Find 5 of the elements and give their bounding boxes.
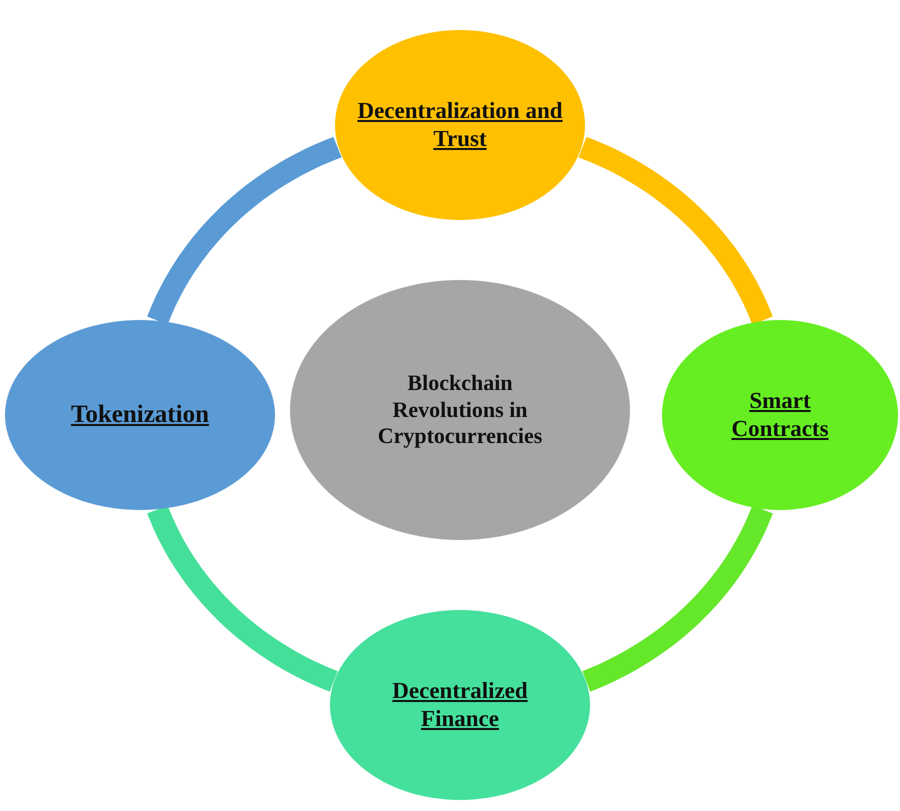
node-label: Smart Contracts <box>730 387 830 443</box>
node-label: Tokenization <box>70 400 210 430</box>
node-label: Blockchain Revolutions in Cryptocurrencies <box>376 370 544 450</box>
node-label: Decentralized Finance <box>391 677 529 733</box>
node-label: Decentralization and Trust <box>356 97 564 153</box>
